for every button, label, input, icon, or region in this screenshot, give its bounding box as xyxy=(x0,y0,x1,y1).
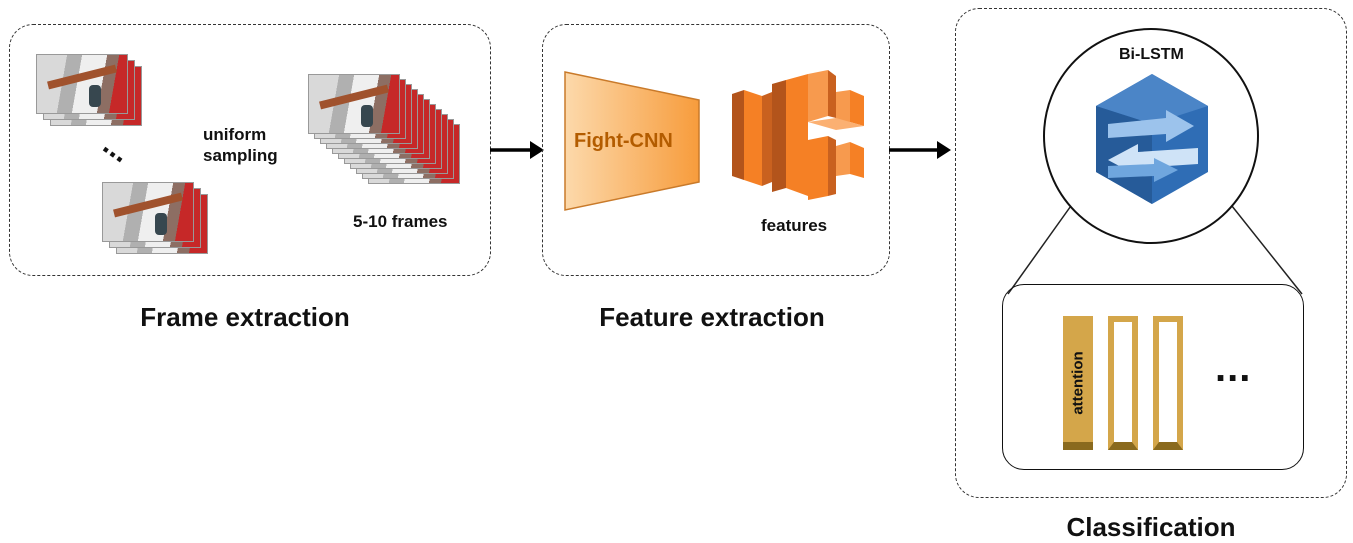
attention-label: attention xyxy=(1069,351,1087,415)
feature-extraction-caption: Feature extraction xyxy=(599,302,825,332)
frame-extraction-caption: Frame extraction xyxy=(140,302,350,332)
more-cells-ellipsis: ... xyxy=(1215,346,1252,390)
lstm-cell-icon xyxy=(1153,316,1183,450)
arrow-right-icon xyxy=(490,141,544,159)
cnn-trapezoid-icon xyxy=(564,71,700,211)
video-frame-icon xyxy=(102,182,194,242)
sampled-frame-stack xyxy=(308,74,468,194)
video-frame-icon xyxy=(36,54,128,114)
lstm-cell-icon xyxy=(1108,316,1138,450)
bilstm-hexagon-icon xyxy=(1096,74,1208,204)
features-label: features xyxy=(761,216,828,235)
classification-panel xyxy=(955,8,1347,498)
bilstm-circle xyxy=(1043,28,1259,244)
attention-cell-icon xyxy=(1063,316,1093,450)
zoom-connector xyxy=(1007,195,1303,295)
frames-count-label: 5-10 frames xyxy=(353,212,448,231)
input-frame-stack-bottom xyxy=(102,182,222,262)
arrow-right-icon xyxy=(889,141,951,159)
bilstm-label: Bi-LSTM xyxy=(1119,46,1184,63)
uniform-sampling-line2: sampling xyxy=(203,146,278,165)
attention-zoom-box xyxy=(1002,284,1304,470)
classification-caption: Classification xyxy=(1066,512,1236,542)
video-frame-icon xyxy=(308,74,400,134)
uniform-sampling-label: uniform sampling xyxy=(203,124,278,166)
uniform-sampling-line1: uniform xyxy=(203,125,267,144)
feature-blocks-icon xyxy=(732,70,864,200)
input-frame-stack-top xyxy=(36,54,156,134)
fight-cnn-label: Fight-CNN xyxy=(574,130,673,152)
